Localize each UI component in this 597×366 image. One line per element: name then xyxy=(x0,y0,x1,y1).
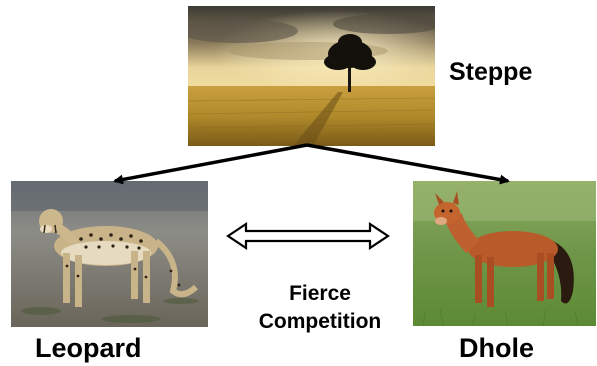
arrow-steppe-to-dhole xyxy=(306,143,510,185)
leopard-image xyxy=(11,181,208,327)
steppe-label: Steppe xyxy=(449,58,533,86)
steppe-image xyxy=(188,6,435,146)
competition-line1: Fierce xyxy=(289,282,351,305)
leopard-label: Leopard xyxy=(35,333,142,363)
arrow-steppe-to-leopard xyxy=(113,143,308,185)
dhole-label: Dhole xyxy=(459,333,535,363)
double-arrow-icon xyxy=(226,221,390,251)
competition-line2: Competition xyxy=(258,310,382,333)
dhole-image xyxy=(413,181,596,326)
competition-label: Fierce Competition xyxy=(245,280,395,336)
